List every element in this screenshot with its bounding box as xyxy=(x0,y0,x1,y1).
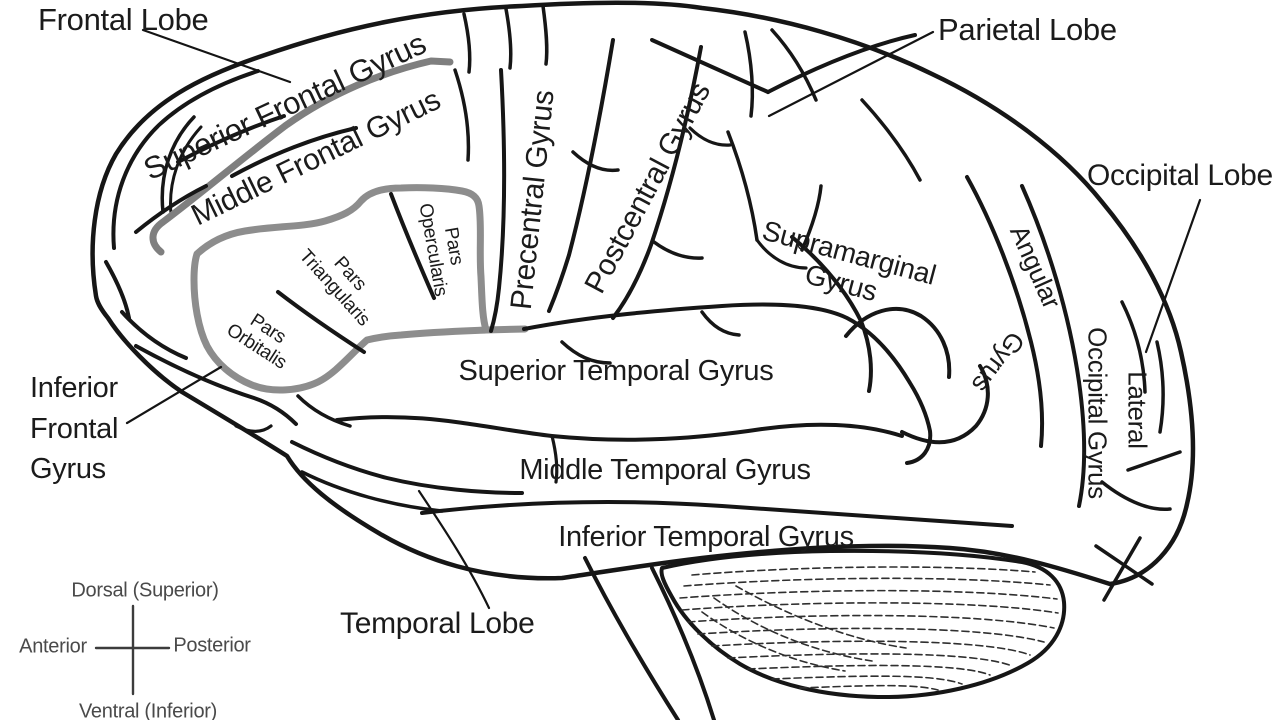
label-occipital-gyrus-words: Occipital Gyrus xyxy=(1082,327,1113,499)
label-inferior-frontal-gyrus: Inferior Frontal Gyrus xyxy=(30,368,118,490)
sulci-lines xyxy=(104,4,1182,602)
inferior-frontal-gyrus-line1: Inferior xyxy=(30,372,118,404)
inferior-frontal-gyrus-leader xyxy=(125,365,223,425)
cerebellum-hatching xyxy=(679,566,1059,691)
temporal-lobe-leader xyxy=(417,489,491,610)
compass-posterior-label: Posterior xyxy=(173,634,251,657)
label-lateral-word: Lateral xyxy=(1122,371,1153,449)
frontal-lobe-leader xyxy=(141,28,292,84)
brainstem-lines xyxy=(583,556,716,720)
compass-ventral-label: Ventral (Inferior) xyxy=(79,700,217,720)
compass-anterior-label: Anterior xyxy=(19,635,87,658)
label-middle-temporal-gyrus: Middle Temporal Gyrus xyxy=(519,453,811,486)
inferior-frontal-gyrus-line2: Frontal xyxy=(30,412,119,445)
leader-lines xyxy=(125,28,1202,610)
label-frontal-lobe: Frontal Lobe xyxy=(38,2,209,37)
parietal-lobe-leader xyxy=(767,30,935,118)
label-parietal-lobe: Parietal Lobe xyxy=(938,12,1117,47)
label-inferior-temporal-gyrus: Inferior Temporal Gyrus xyxy=(558,520,854,553)
superior-frontal-highlight-line xyxy=(149,57,454,256)
inferior-frontal-gyrus-line3: Gyrus xyxy=(30,453,106,486)
label-temporal-lobe: Temporal Lobe xyxy=(340,607,535,640)
compass-dorsal-label: Dorsal (Superior) xyxy=(71,579,219,602)
label-superior-temporal-gyrus: Superior Temporal Gyrus xyxy=(458,354,774,387)
cerebrum-outline xyxy=(90,0,1196,587)
label-occipital-lobe: Occipital Lobe xyxy=(1087,159,1273,192)
occipital-lobe-leader xyxy=(1144,198,1202,354)
cerebellum-outline xyxy=(659,548,1067,700)
compass-cross xyxy=(94,604,171,696)
